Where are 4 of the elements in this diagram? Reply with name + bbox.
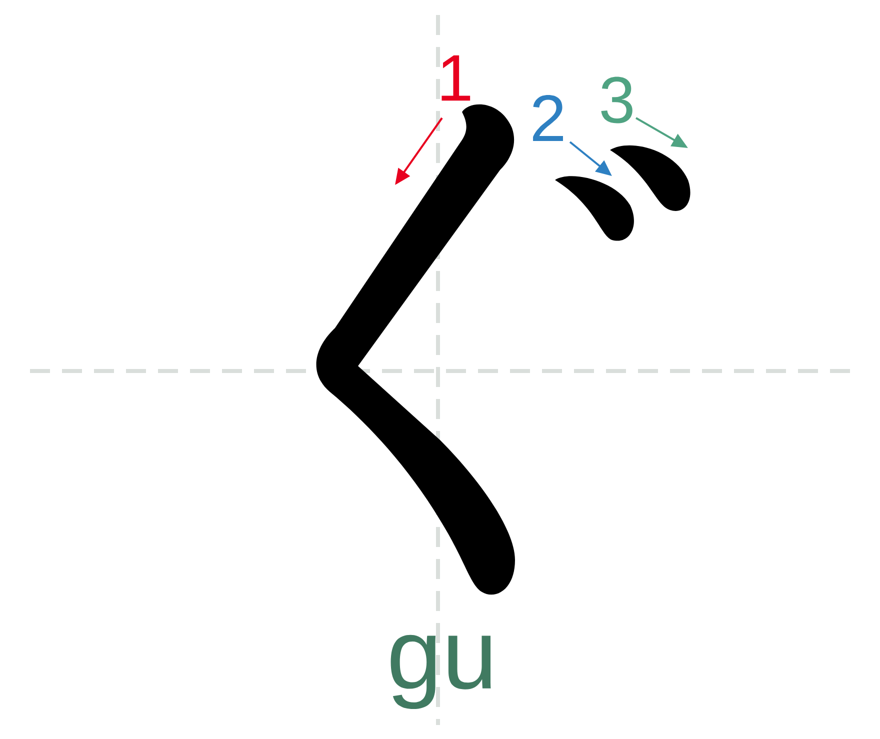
stroke-number: 3 (601, 76, 632, 124)
romaji-label: gu (390, 634, 491, 710)
stroke-number: 2 (533, 95, 563, 141)
stroke-number: 1 (442, 55, 470, 101)
